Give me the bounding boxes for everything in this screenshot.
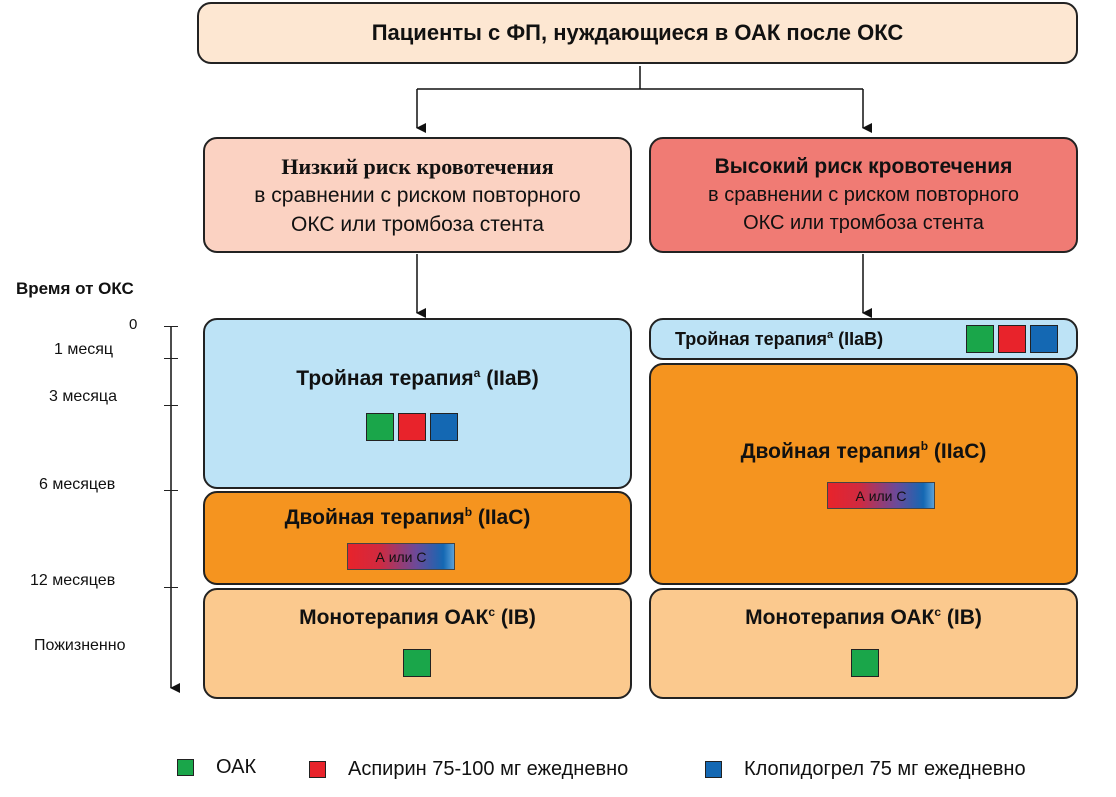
low-risk-line2: ОКС или тромбоза стента xyxy=(291,212,544,236)
right-dual-therapy-box: Двойная терапияb (IIaC) А или С xyxy=(649,363,1078,585)
oac-legend-square xyxy=(177,759,194,776)
oac-square xyxy=(366,413,394,441)
right-dual-therapy-label: Двойная терапияb (IIaC) xyxy=(740,439,987,463)
left-dual-drug-bar: А или С xyxy=(347,543,455,570)
aspirin-legend-square xyxy=(309,761,326,778)
tick-0 xyxy=(164,326,178,327)
right-triple-drug-squares xyxy=(964,325,1060,353)
right-mono-therapy-label: Монотерапия ОАКc (IB) xyxy=(745,605,982,629)
oac-square xyxy=(966,325,994,353)
tick-3-months xyxy=(164,405,178,406)
left-dual-therapy-box: Двойная терапияb (IIaC) А или С xyxy=(203,491,632,585)
tick-12-months xyxy=(164,587,178,588)
high-risk-box: Высокий риск кровотечения в сравнении с … xyxy=(649,137,1078,253)
top-title: Пациенты с ФП, нуждающиеся в ОАК после О… xyxy=(371,20,904,45)
right-triple-therapy-box: Тройная терапияa (IIaB) xyxy=(649,318,1078,360)
right-triple-therapy-label: Тройная терапияa (IIaB) xyxy=(675,329,884,349)
tick-label-0: 0 xyxy=(129,316,138,333)
low-risk-line1: в сравнении с риском повторного xyxy=(254,183,581,207)
legend-clopidogrel-label: Клопидогрел 75 мг ежедневно xyxy=(744,758,1026,780)
left-mono-therapy-box: Монотерапия ОАКc (IB) xyxy=(203,588,632,699)
tick-label-lifelong: Пожизненно xyxy=(34,637,126,654)
low-risk-title: Низкий риск кровотечения xyxy=(281,153,554,179)
legend-oac: ОАК xyxy=(177,756,256,779)
high-risk-line2: ОКС или тромбоза стента xyxy=(743,212,984,234)
oac-square xyxy=(403,649,431,677)
low-risk-box: Низкий риск кровотечения в сравнении с р… xyxy=(203,137,632,253)
tick-1-month xyxy=(164,358,178,359)
tick-label-6-months: 6 месяцев xyxy=(39,476,116,493)
high-risk-line1: в сравнении с риском повторного xyxy=(708,184,1019,206)
legend-oac-label: ОАК xyxy=(216,756,257,778)
tick-label-1-month: 1 месяц xyxy=(54,341,114,358)
left-triple-drug-squares xyxy=(364,413,460,441)
aspirin-square xyxy=(398,413,426,441)
right-mono-therapy-box: Монотерапия ОАКc (IB) xyxy=(649,588,1078,699)
tick-6-months xyxy=(164,490,178,491)
clopidogrel-square xyxy=(430,413,458,441)
legend-clopidogrel: Клопидогрел 75 мг ежедневно xyxy=(705,758,1026,781)
oac-square xyxy=(851,649,879,677)
left-triple-therapy-label: Тройная терапияa (IIaB) xyxy=(296,366,539,390)
right-dual-drug-bar: А или С xyxy=(827,482,935,509)
clopidogrel-legend-square xyxy=(705,761,722,778)
left-dual-therapy-label: Двойная терапияb (IIaC) xyxy=(284,505,531,529)
tick-label-12-months: 12 месяцев xyxy=(30,572,116,589)
aspirin-square xyxy=(998,325,1026,353)
legend-aspirin-label: Аспирин 75-100 мг ежедневно xyxy=(348,758,629,780)
timeline-title: Время от ОКС xyxy=(16,279,134,298)
high-risk-title: Высокий риск кровотечения xyxy=(714,155,1013,178)
left-triple-therapy-box: Тройная терапияa (IIaB) xyxy=(203,318,632,489)
clopidogrel-square xyxy=(1030,325,1058,353)
top-box: Пациенты с ФП, нуждающиеся в ОАК после О… xyxy=(197,2,1078,64)
tick-label-3-months: 3 месяца xyxy=(49,388,117,405)
legend-aspirin: Аспирин 75-100 мг ежедневно xyxy=(309,758,628,781)
left-mono-therapy-label: Монотерапия ОАКc (IB) xyxy=(299,605,536,629)
